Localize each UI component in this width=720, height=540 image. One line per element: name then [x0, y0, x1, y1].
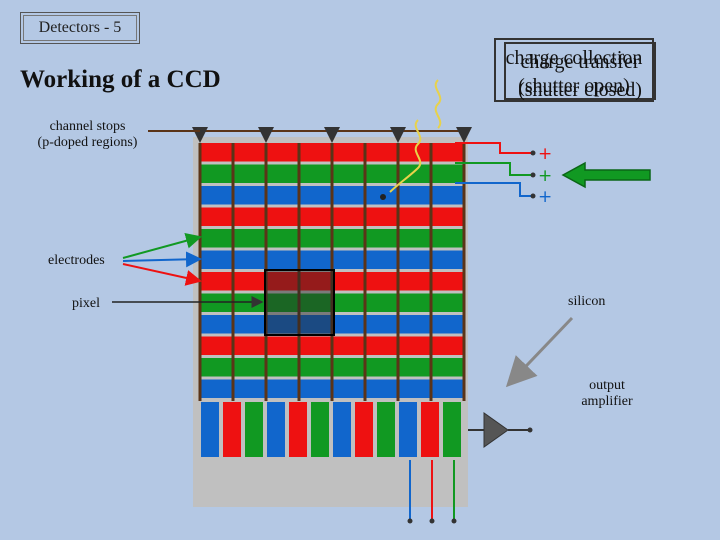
readout-register [201, 402, 461, 457]
box-line2: (shutter closed) [518, 79, 642, 101]
photon-icon [389, 119, 422, 193]
register-cell [223, 402, 241, 457]
register-cell [421, 402, 439, 457]
channel-stops-line2: (p-doped regions) [37, 135, 138, 150]
output-line2: amplifier [581, 394, 633, 409]
box-line1: charge transfer [520, 51, 640, 73]
pixel-highlight [264, 269, 335, 336]
channel-stop [462, 143, 466, 401]
slide-title: Working of a CCD [20, 66, 221, 93]
channel-stop [231, 143, 235, 401]
plus-sign: + [538, 187, 552, 207]
plus-sign: + [538, 144, 552, 164]
photon-icon [434, 79, 442, 129]
channel-stop [363, 143, 367, 401]
register-cell [201, 402, 219, 457]
channel-stop [396, 143, 400, 401]
charge-transfer-box: charge transfer (shutter closed) [504, 42, 656, 101]
channel-stop [429, 143, 433, 401]
channel-stop [330, 143, 334, 401]
register-terminal-dot [429, 518, 435, 524]
register-cell [245, 402, 263, 457]
green-arrow-icon [561, 161, 651, 189]
electrodes-pointer-red [122, 263, 202, 286]
photoelectron-dot [380, 194, 386, 200]
register-cell [333, 402, 351, 457]
register-cell [289, 402, 307, 457]
charge-collection-box: charge collection (shutter open) [494, 38, 654, 102]
box-line2: (shutter open) [518, 75, 630, 97]
register-cell [267, 402, 285, 457]
register-terminal-dot [407, 518, 413, 524]
silicon-label: silicon [568, 294, 606, 309]
silicon-pointer [505, 316, 574, 388]
electrode-feed-red [455, 142, 533, 154]
register-cell [311, 402, 329, 457]
channel-stop [198, 143, 202, 401]
plus-sign: + [538, 166, 552, 186]
electrodes-pointer-blue [122, 251, 202, 268]
slide-tag: Detectors - 5 [20, 12, 140, 44]
electrodes-label: electrodes [48, 253, 105, 268]
electrode-feed-blue [455, 182, 533, 197]
terminal-dot [530, 193, 536, 199]
output-terminal-dot [527, 427, 533, 433]
register-cell [443, 402, 461, 457]
register-terminal-dot [451, 518, 457, 524]
box-line1: charge collection [505, 47, 643, 69]
pixel-label: pixel [72, 296, 100, 311]
register-cell [355, 402, 373, 457]
register-cell [377, 402, 395, 457]
output-amplifier-icon [483, 412, 509, 448]
register-cell [399, 402, 417, 457]
channel-stop [297, 143, 301, 401]
terminal-dot [530, 172, 536, 178]
terminal-dot [530, 150, 536, 156]
channel-stops-label: channel stops (p-doped regions) [20, 119, 155, 151]
output-amplifier-label: output amplifier [572, 378, 642, 410]
electrodes-pointer-green [122, 232, 202, 259]
electrode-feed-green [455, 162, 533, 176]
channel-stops-line1: channel stops [49, 119, 126, 134]
channel-stop-taps [192, 127, 472, 143]
output-line1: output [589, 378, 625, 393]
